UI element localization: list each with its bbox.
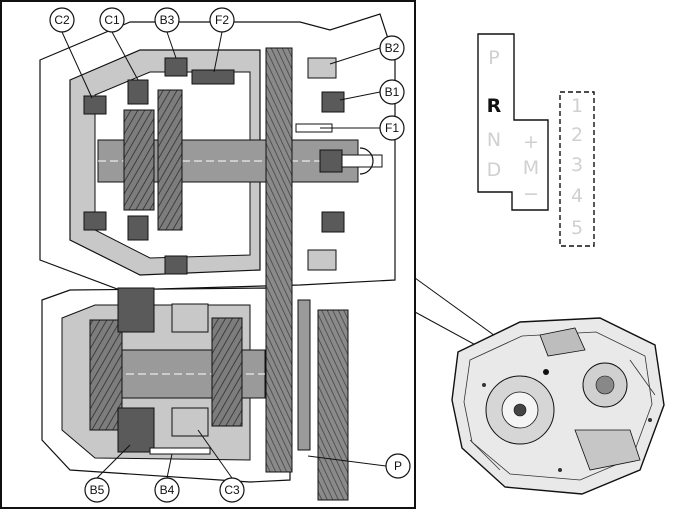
lower-planet-gear-right xyxy=(211,317,243,427)
gate-position-d: D xyxy=(487,159,502,181)
final-drive-gear xyxy=(317,309,349,501)
callout-b5: B5 xyxy=(84,444,131,503)
transmission-illustration xyxy=(451,317,665,495)
gate-manual-m: M xyxy=(523,157,539,179)
callout-b2-label: B2 xyxy=(385,41,400,55)
brake-b1-pack-bottom xyxy=(321,211,345,233)
lower-gearset-section xyxy=(41,287,291,483)
shift-gate-outline xyxy=(477,33,549,211)
gate-position-n: N xyxy=(487,129,501,151)
callout-b3: B3 xyxy=(154,7,180,59)
clutch-c3-pack-top xyxy=(171,303,209,333)
clutch-c2-pack-top xyxy=(83,95,107,115)
lower-planet-gear-left xyxy=(89,319,123,431)
brake-b5-pack-bottom xyxy=(117,407,155,453)
callout-f2: F2 xyxy=(209,7,235,73)
callout-b2: B2 xyxy=(329,35,405,65)
one-way-clutch-f2 xyxy=(191,69,235,85)
gate-manual-plus: + xyxy=(523,131,539,153)
callout-c3: C3 xyxy=(197,429,245,503)
planet-gear-right xyxy=(157,89,183,231)
upper-gearset-section xyxy=(39,13,396,291)
clutch-c3-pack-bottom xyxy=(171,407,209,437)
gear-1: 1 xyxy=(571,95,583,117)
callout-f2-label: F2 xyxy=(215,13,229,27)
parking-gear xyxy=(297,299,311,451)
transfer-drive-gear xyxy=(265,47,293,473)
planet-gear-left xyxy=(123,109,155,211)
callout-b4: B4 xyxy=(154,453,180,503)
callout-c2-label: C2 xyxy=(54,13,70,27)
gear-4: 4 xyxy=(571,185,583,207)
callout-p: P xyxy=(307,453,411,479)
output-shaft xyxy=(341,154,383,168)
clutch-c1-pack-top xyxy=(127,79,149,105)
gear-5: 5 xyxy=(571,217,583,239)
callout-c1: C1 xyxy=(99,7,139,81)
brake-b1-pack-top xyxy=(321,91,345,113)
shift-gate: P R N D + M − 1 2 3 4 5 xyxy=(477,33,595,247)
brake-b3-pack-top xyxy=(164,57,188,77)
gate-manual-minus: − xyxy=(523,183,539,205)
callout-b4-label: B4 xyxy=(160,483,175,497)
brake-b5-pack-top xyxy=(117,287,155,333)
brake-b2-pack-bottom xyxy=(307,249,337,271)
callout-c3-label: C3 xyxy=(224,483,240,497)
gear-3: 3 xyxy=(571,154,583,176)
clutch-c2-pack-bottom xyxy=(83,211,107,231)
callout-c1-label: C1 xyxy=(104,13,120,27)
callout-b3-label: B3 xyxy=(160,13,175,27)
brake-b2-pack-top xyxy=(307,57,337,79)
output-flange xyxy=(319,149,343,173)
gate-position-r: R xyxy=(487,95,502,117)
gear-2: 2 xyxy=(571,124,583,146)
callout-b1-label: B1 xyxy=(385,85,400,99)
callout-p-label: P xyxy=(394,459,402,473)
gate-position-p: P xyxy=(488,47,499,69)
manual-gear-box xyxy=(559,91,595,247)
clutch-c1-pack-bottom xyxy=(127,215,149,241)
brake-b4-band xyxy=(149,447,211,455)
callout-c2: C2 xyxy=(49,7,93,99)
brake-b3-pack-bottom xyxy=(164,255,188,275)
callout-f1: F1 xyxy=(320,115,405,141)
rotation-arrow-icon xyxy=(359,147,374,175)
callout-f1-label: F1 xyxy=(385,121,399,135)
callout-b1: B1 xyxy=(339,79,405,105)
callout-b5-label: B5 xyxy=(90,483,105,497)
